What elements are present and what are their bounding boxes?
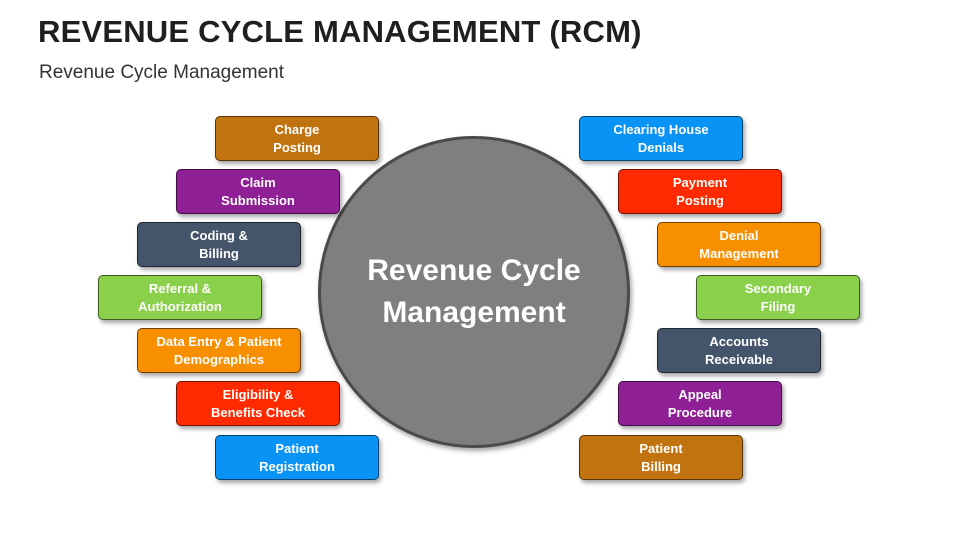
stage-label: Appeal Procedure: [667, 386, 733, 420]
stage-box-data-entry: Data Entry & Patient Demographics: [137, 328, 301, 373]
stage-label: Data Entry & Patient Demographics: [156, 333, 282, 367]
stage-label: Payment Posting: [672, 174, 728, 208]
stage-label: Patient Registration: [259, 440, 335, 474]
stage-box-payment-posting: Payment Posting: [618, 169, 782, 214]
stage-box-clearing-house-denials: Clearing House Denials: [579, 116, 743, 161]
stage-box-appeal-procedure: Appeal Procedure: [618, 381, 782, 426]
stage-box-patient-registration: Patient Registration: [215, 435, 379, 480]
stage-box-coding-billing: Coding & Billing: [137, 222, 301, 267]
stage-label: Claim Submission: [221, 174, 295, 208]
slide-title: REVENUE CYCLE MANAGEMENT (RCM): [38, 14, 642, 49]
stage-box-patient-billing: Patient Billing: [579, 435, 743, 480]
stage-label: Accounts Receivable: [705, 333, 773, 367]
stage-label: Denial Management: [699, 227, 779, 261]
stage-box-referral-authorization: Referral & Authorization: [98, 275, 262, 320]
stage-label: Secondary Filing: [744, 280, 812, 314]
stage-label: Clearing House Denials: [613, 121, 709, 155]
stage-label: Coding & Billing: [190, 227, 248, 261]
stage-box-denial-management: Denial Management: [657, 222, 821, 267]
stage-label: Eligibility & Benefits Check: [211, 386, 305, 420]
stage-box-accounts-receivable: Accounts Receivable: [657, 328, 821, 373]
stage-box-eligibility-benefits: Eligibility & Benefits Check: [176, 381, 340, 426]
stage-box-charge-posting: Charge Posting: [215, 116, 379, 161]
slide-subtitle: Revenue Cycle Management: [39, 62, 285, 83]
stage-label: Patient Billing: [639, 440, 683, 474]
stage-box-claim-submission: Claim Submission: [176, 169, 340, 214]
stage-box-secondary-filing: Secondary Filing: [696, 275, 860, 320]
stage-label: Referral & Authorization: [138, 280, 222, 314]
stage-label: Charge Posting: [273, 121, 321, 155]
center-circle: Revenue Cycle Management: [318, 136, 630, 448]
center-circle-label: Revenue Cycle Management: [367, 254, 581, 329]
